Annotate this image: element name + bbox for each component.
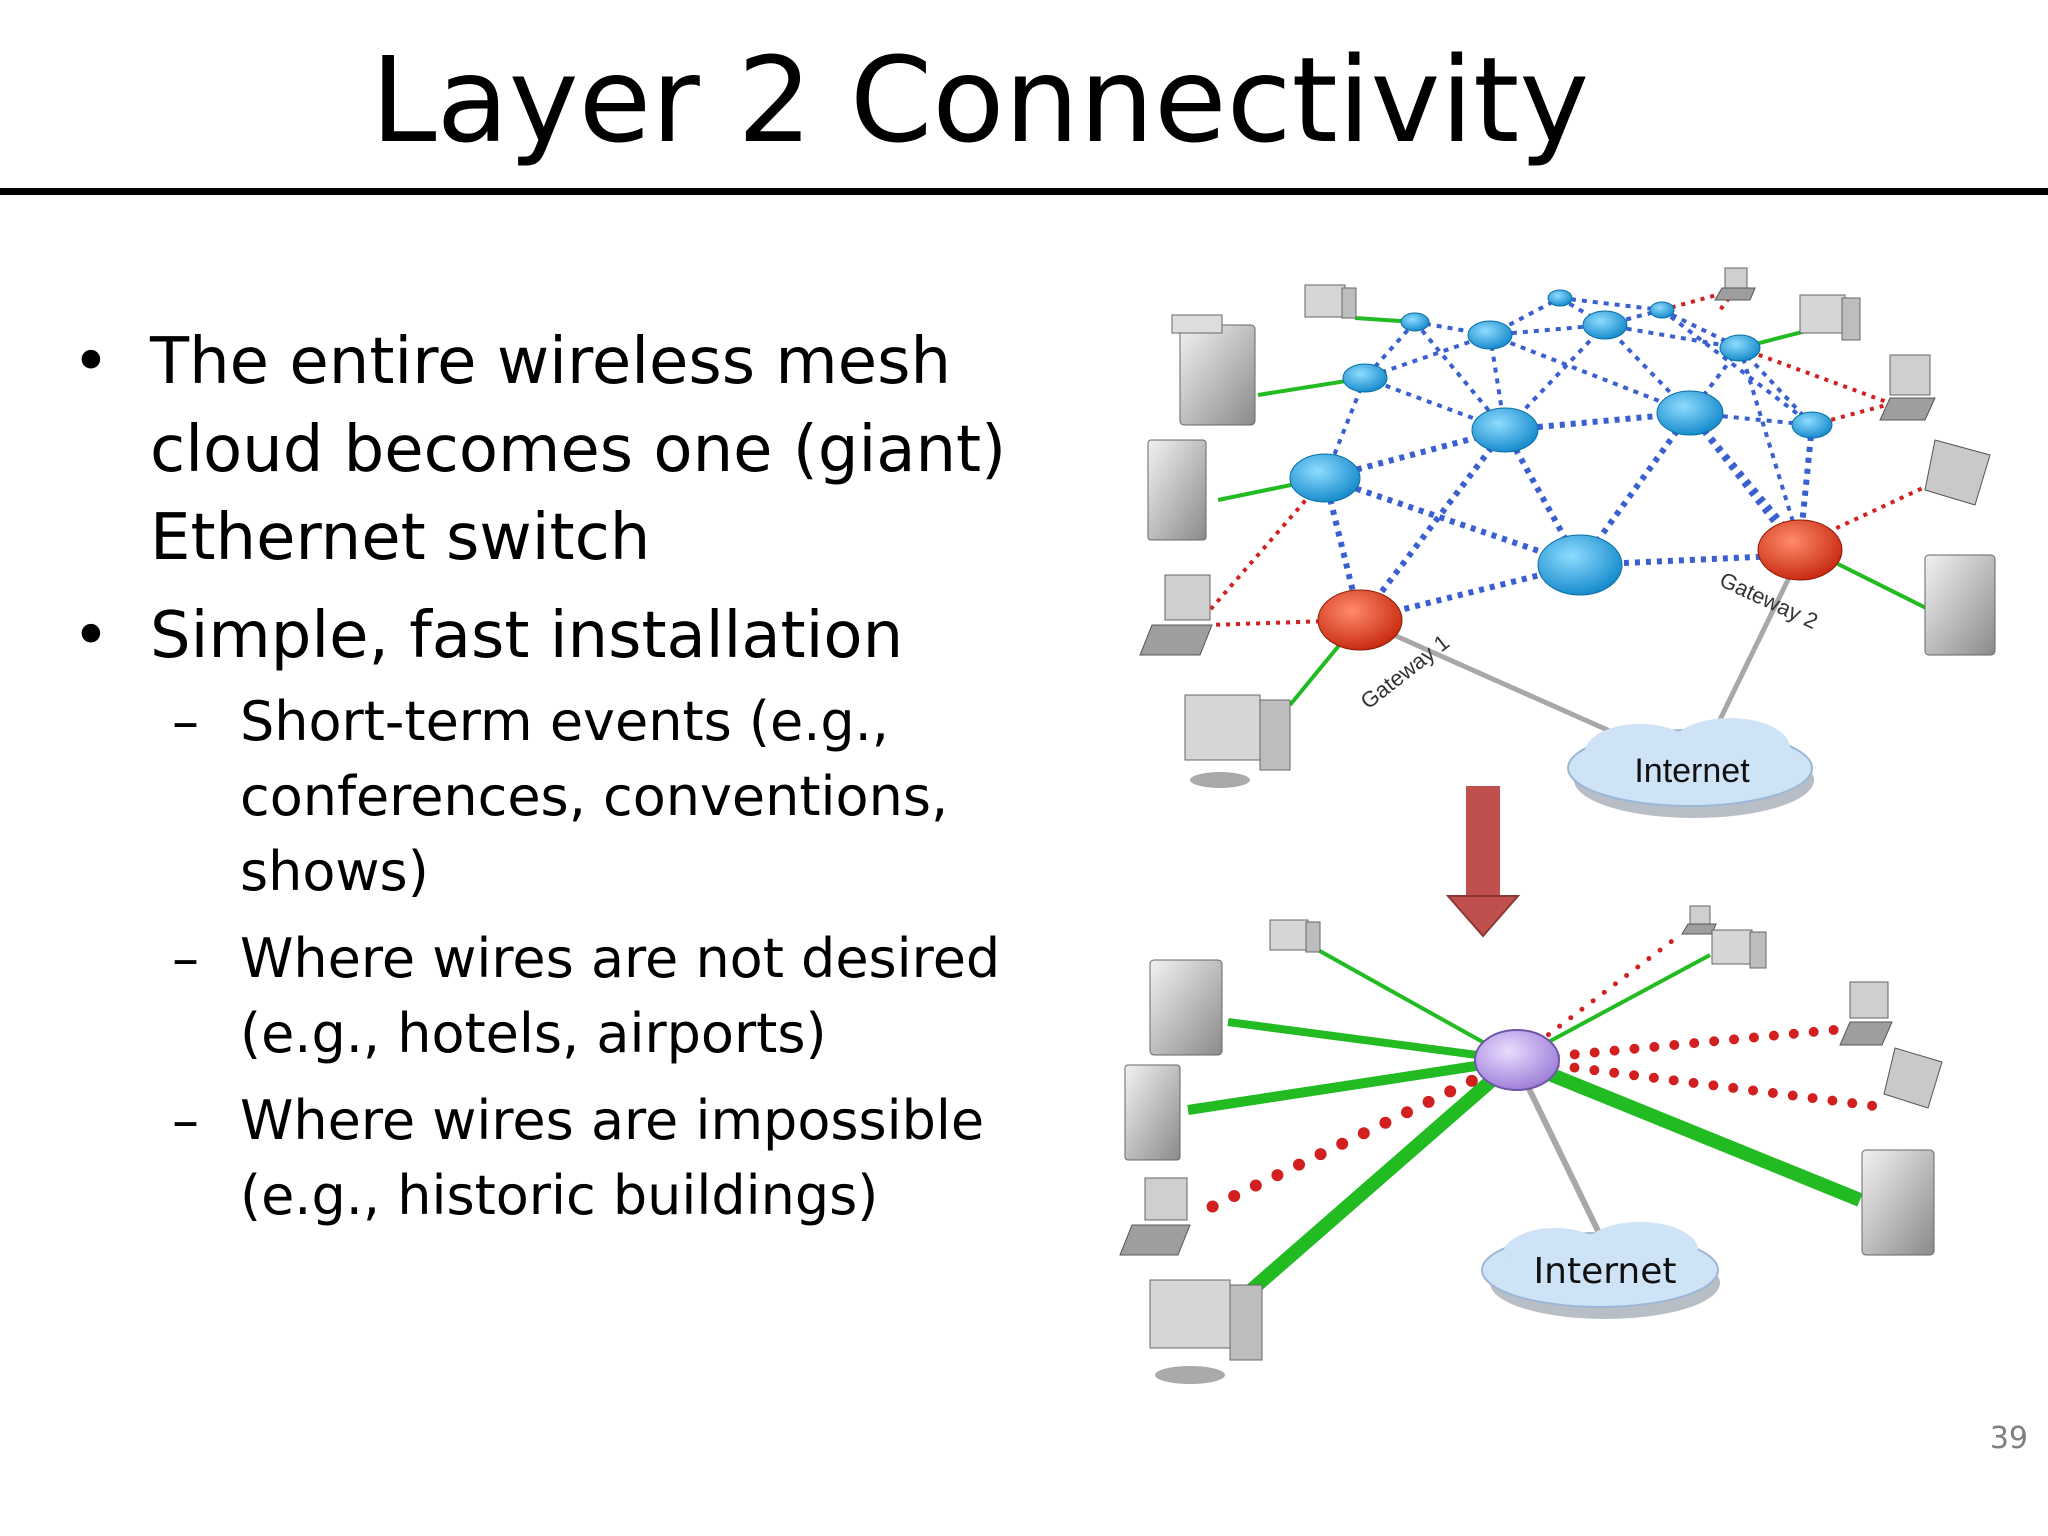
printer-icon <box>1171 314 1256 426</box>
mesh-router-icon <box>1656 390 1724 436</box>
laptop-icon <box>1681 905 1717 935</box>
bottom-clients <box>1119 905 1943 1384</box>
internet-label: Internet <box>1634 752 1750 790</box>
laptop-icon <box>1839 981 1893 1046</box>
internet-cloud <box>1567 718 1814 818</box>
laptop-icon <box>1139 574 1213 656</box>
sub-bullet-line: Short-term events (e.g., <box>240 690 889 753</box>
server-icon <box>1861 1149 1935 1256</box>
bullet-item: • The entire wireless mesh cloud becomes… <box>72 318 1072 582</box>
sub-bullet-line: Where wires are impossible <box>240 1089 985 1152</box>
desktop-pc-icon <box>1304 284 1357 319</box>
mesh-router-icon <box>1547 289 1573 307</box>
slide-title: Layer 2 Connectivity <box>370 31 1590 169</box>
internet-cloud <box>1481 1222 1720 1319</box>
mesh-router-icon <box>1467 320 1513 350</box>
desktop-pc-icon <box>1269 919 1321 953</box>
printer-icon <box>1149 959 1223 1056</box>
mesh-router-icon <box>1649 301 1675 319</box>
gateway-router-icon <box>1317 589 1403 651</box>
laptop-icon <box>1714 267 1756 301</box>
bullet-line: Simple, fast installation <box>150 599 904 673</box>
page-number: 39 <box>1989 1421 2028 1456</box>
mesh-routers <box>1289 289 1843 651</box>
mesh-router-icon <box>1342 363 1388 393</box>
bullet-dot: • <box>72 599 110 673</box>
title-rule <box>0 188 2048 195</box>
sub-bullet-line: Where wires are not desired <box>240 927 1001 990</box>
gateway-router-icon <box>1757 519 1843 581</box>
sub-bullet-dash: – <box>172 927 199 990</box>
switch-wired-links <box>1187 948 1863 1306</box>
bullet-dot: • <box>72 325 110 399</box>
mesh-router-icon <box>1582 310 1628 340</box>
desktop-pc-icon <box>1799 294 1861 341</box>
internet-uplinks <box>1358 553 1803 743</box>
desktop-pc-icon <box>1184 694 1291 788</box>
bullet-line: cloud becomes one (giant) <box>150 413 1007 487</box>
mesh-router-icon <box>1537 534 1623 596</box>
mesh-router-icon <box>1471 407 1539 453</box>
pda-icon <box>1924 439 1991 506</box>
sub-bullet-line: shows) <box>240 840 429 903</box>
sub-bullet-item: – Short-term events (e.g., conferences, … <box>72 684 1072 909</box>
server-icon <box>1924 554 1996 656</box>
wired-client-links <box>1217 316 1931 707</box>
mesh-router-icon <box>1791 411 1833 439</box>
desktop-pc-icon <box>1711 929 1767 969</box>
mesh-router-icon <box>1719 334 1761 362</box>
internet-label: Internet <box>1534 1251 1677 1292</box>
sub-bullet-item: – Where wires are impossible (e.g., hist… <box>72 1083 1072 1233</box>
bullet-line: The entire wireless mesh <box>150 325 952 399</box>
sub-bullet-line: (e.g., historic buildings) <box>240 1164 879 1227</box>
mesh-router-icon <box>1289 453 1361 503</box>
sub-bullet-line: (e.g., hotels, airports) <box>240 1002 827 1065</box>
sub-bullet-dash: – <box>172 1089 199 1152</box>
laptop-icon <box>1879 354 1936 421</box>
sub-bullet-line: conferences, conventions, <box>240 765 949 828</box>
mesh-router-icon <box>1400 312 1430 332</box>
bullet-line: Ethernet switch <box>150 501 651 575</box>
switch-wireless-links <box>1189 932 1895 1221</box>
switch-router-icon <box>1474 1029 1560 1091</box>
down-arrow-icon <box>1445 786 1521 938</box>
bullet-list: • The entire wireless mesh cloud becomes… <box>72 318 1072 1245</box>
desktop-pc-icon <box>1149 1279 1263 1384</box>
sub-bullet-dash: – <box>172 690 199 753</box>
tower-pc-icon <box>1147 439 1207 541</box>
tower-pc-icon <box>1124 1064 1181 1161</box>
bullet-item: • Simple, fast installation <box>72 592 1072 680</box>
top-clients <box>1139 267 1996 788</box>
sub-bullet-item: – Where wires are not desired (e.g., hot… <box>72 921 1072 1071</box>
laptop-icon <box>1119 1177 1191 1256</box>
pda-icon <box>1883 1047 1943 1109</box>
